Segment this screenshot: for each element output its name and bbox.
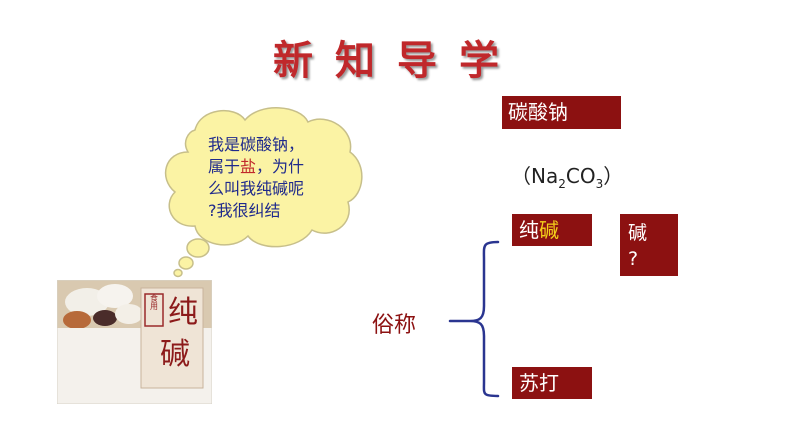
thought-bubble: [164, 107, 363, 278]
nickname-label: 俗称: [372, 313, 417, 338]
bubble-cloud: [164, 107, 363, 248]
soda-ash-box: 纯碱: [512, 214, 592, 246]
sodium-carbonate-box: 碳酸钠: [502, 96, 621, 129]
chemical-formula: （Na2CO3）: [511, 164, 624, 191]
brace-connector: [448, 240, 500, 398]
package-char-2: 碱: [160, 337, 190, 372]
bubble-dot-medium: [178, 256, 194, 270]
bubble-line-2: 属于盐，为什: [208, 157, 305, 176]
package-tag: 食用: [150, 293, 159, 311]
soda-package-photo: 食用 纯 碱: [57, 280, 212, 404]
alkali-question-box: 碱 ?: [620, 214, 678, 276]
bubble-line-1: 我是碳酸钠，: [208, 135, 305, 154]
slide-title: 新知导学: [273, 37, 521, 84]
soda-box: 苏打: [512, 367, 592, 399]
package-char-1: 纯: [168, 295, 198, 330]
bubble-line-3: 么叫我纯碱呢: [208, 179, 305, 198]
bubble-dot-large: [186, 238, 210, 258]
bubble-text: 我是碳酸钠， 属于盐，为什 么叫我纯碱呢 ?我很纠结: [208, 134, 348, 222]
bubble-dot-small: [173, 268, 183, 278]
salt-word: 盐: [240, 157, 257, 176]
bubble-line-4: ?我很纠结: [208, 201, 281, 220]
jian-highlight: 碱: [539, 218, 559, 242]
